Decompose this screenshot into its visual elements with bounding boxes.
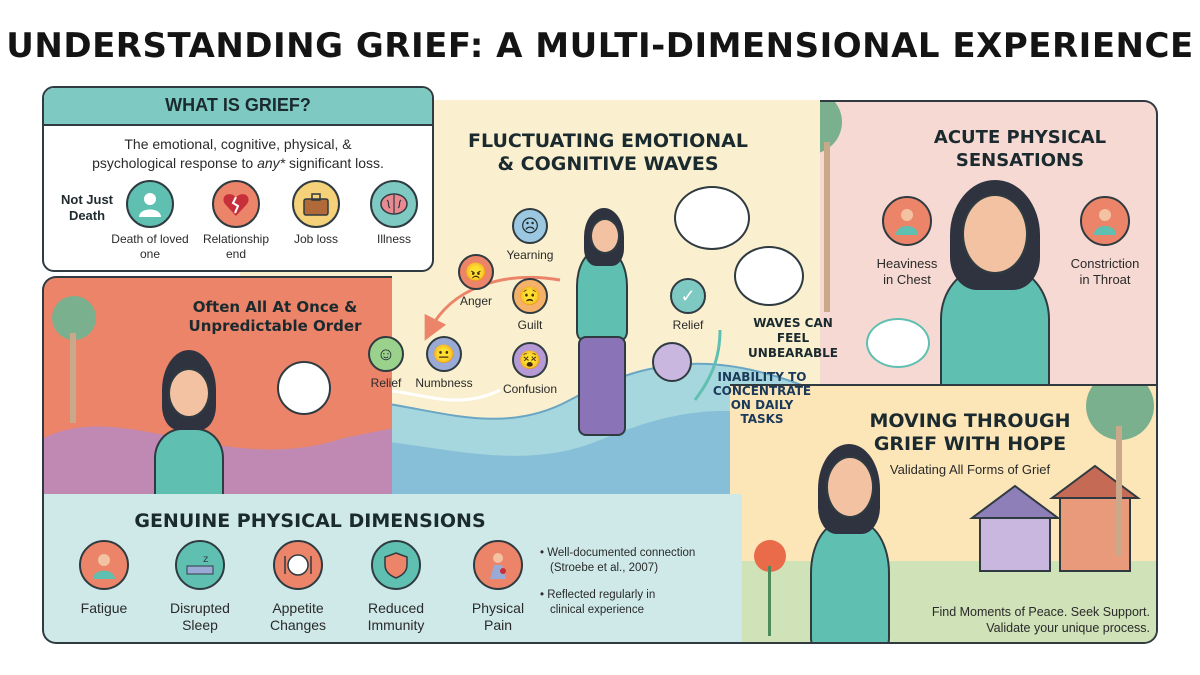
hope-footer-line-2: Validate your unique process. — [986, 621, 1150, 635]
loss-item-death: Death of loved one — [110, 180, 190, 262]
grieving-person-figure — [154, 428, 224, 498]
loss-label: Job loss — [293, 232, 339, 246]
emotion-label-anger: Anger — [459, 294, 493, 308]
svg-text:z: z — [203, 554, 208, 565]
not-just-death-label: Not Just Death — [61, 192, 113, 223]
unpredictable-panel — [42, 276, 392, 498]
confused-thought-bubble — [734, 246, 804, 306]
definition-emphasis: any* — [257, 155, 286, 171]
sensations-heading-line-2: SENSATIONS — [955, 150, 1085, 171]
loss-label: Relationship end — [202, 232, 270, 261]
plate-icon — [273, 540, 323, 590]
hope-footer-line-1: Find Moments of Peace. Seek Support. — [931, 605, 1150, 619]
smile-face-icon: ☺ — [368, 336, 404, 372]
waves-heading-line-2: & COGNITIVE WAVES — [497, 153, 719, 175]
loss-item-relationship: Relationship end — [196, 180, 276, 262]
shield-icon — [371, 540, 421, 590]
waves-heading: FLUCTUATING EMOTIONAL & COGNITIVE WAVES — [448, 130, 768, 176]
note-item: • Well-documented connection (Stroebe et… — [540, 547, 696, 574]
throat-icon — [1080, 196, 1130, 246]
page-title: UNDERSTANDING GRIEF: A MULTI-DIMENSIONAL… — [6, 26, 1194, 66]
check-icon: ✓ — [670, 278, 706, 314]
briefcase-icon — [292, 180, 340, 228]
waves-note: WAVES CAN FEEL UNBEARABLE — [748, 316, 838, 360]
dizzy-face-icon: 😵 — [512, 342, 548, 378]
person-body — [810, 521, 890, 642]
person-head — [590, 218, 620, 254]
research-notes: • Well-documented connection (Stroebe et… — [540, 546, 730, 618]
broken-heart-icon — [212, 180, 260, 228]
sleep-icon: z — [175, 540, 225, 590]
emotion-label-confusion: Confusion — [502, 382, 558, 396]
hope-subtitle: Validating All Forms of Grief — [889, 462, 1051, 477]
sensations-heading-line-1: ACUTE PHYSICAL — [933, 127, 1107, 148]
waves-heading-line-1: FLUCTUATING EMOTIONAL — [468, 130, 748, 152]
emotion-label-numbness: Numbness — [415, 376, 473, 390]
loss-label: Illness — [376, 232, 411, 246]
symptom-label: Fatigue — [80, 600, 128, 616]
definition-line-1: The emotional, cognitive, physical, & — [124, 136, 352, 152]
brain-icon — [370, 180, 418, 228]
symptom-fatigue: Fatigue — [64, 540, 144, 617]
chest-icon — [882, 196, 932, 246]
hope-heading-line-1: MOVING THROUGH — [869, 410, 1071, 432]
physical-dimensions-heading: GENUINE PHYSICAL DIMENSIONS — [134, 510, 486, 532]
sensations-illustration — [820, 102, 842, 312]
hope-heading: MOVING THROUGH GRIEF WITH HOPE — [860, 410, 1080, 456]
hope-scene — [730, 386, 1156, 642]
angry-face-icon: 😠 — [458, 254, 494, 290]
concentrate-note: INABILITY TO CONCENTRATE ON DAILY TASKS — [712, 370, 812, 426]
emotion-label-guilt: Guilt — [517, 318, 543, 332]
pain-icon — [473, 540, 523, 590]
hope-footer: Find Moments of Peace. Seek Support. Val… — [900, 604, 1150, 636]
sensations-heading: ACUTE PHYSICAL SENSATIONS — [900, 126, 1140, 172]
emotion-label-relief: Relief — [370, 376, 402, 390]
neutral-face-icon: 😐 — [426, 336, 462, 372]
grief-definition: The emotional, cognitive, physical, & ps… — [44, 135, 432, 173]
person-head — [168, 368, 210, 418]
definition-line-2-post: significant loss. — [285, 155, 384, 171]
hope-panel — [730, 384, 1158, 644]
unpredictable-heading: Often All At Once & Unpredictable Order — [188, 298, 362, 335]
loss-item-illness: Illness — [354, 180, 432, 247]
thought-bubble — [674, 186, 750, 250]
emotion-label-yearning: Yearning — [506, 248, 554, 262]
person-icon — [126, 180, 174, 228]
what-is-grief-panel: WHAT IS GRIEF? The emotional, cognitive,… — [42, 86, 434, 272]
loss-item-job: Job loss — [276, 180, 356, 247]
emotion-label-relief-2: Relief — [672, 318, 704, 332]
nerves-icon — [866, 318, 930, 368]
scattered-thoughts-icon — [652, 342, 692, 382]
tired-person-icon — [79, 540, 129, 590]
definition-line-2-pre: psychological response to — [92, 155, 258, 171]
loss-label: Death of loved one — [111, 232, 189, 261]
note-item: • Reflected regularly in clinical experi… — [540, 589, 656, 616]
person-head — [826, 456, 874, 518]
person-legs — [578, 336, 626, 436]
sad-face-icon: ☹ — [512, 208, 548, 244]
worried-face-icon: 😟 — [512, 278, 548, 314]
person-head — [962, 194, 1028, 274]
what-is-grief-heading: WHAT IS GRIEF? — [44, 88, 432, 126]
hope-heading-line-2: GRIEF WITH HOPE — [873, 433, 1067, 455]
